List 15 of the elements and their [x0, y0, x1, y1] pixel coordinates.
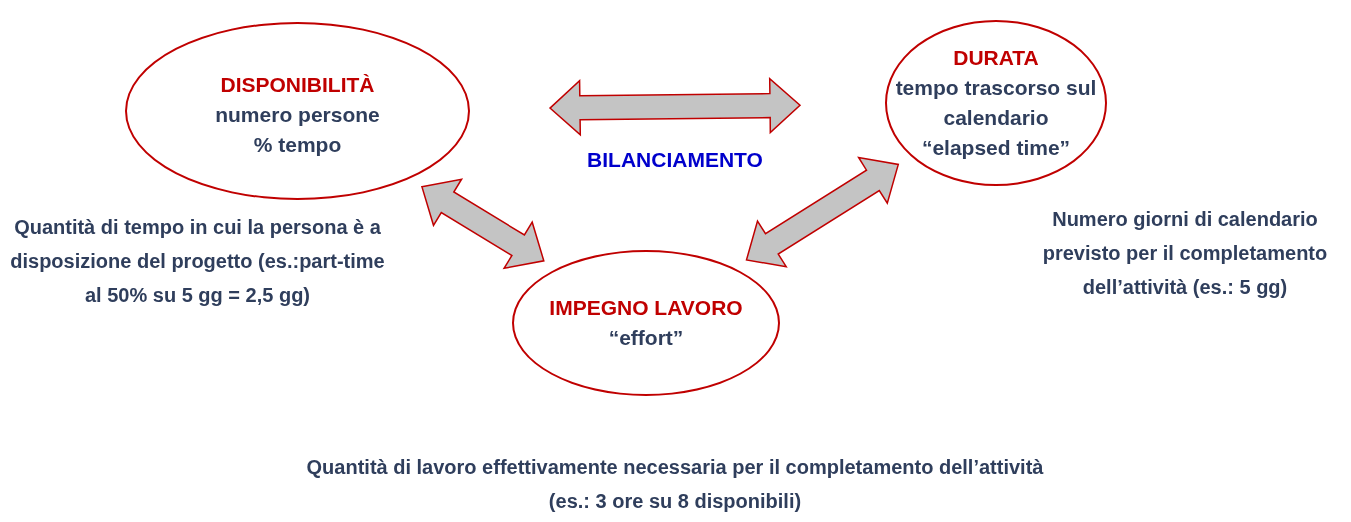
node-text: tempo trascorso sul calendario [894, 75, 1098, 131]
center-label: BILANCIAMENTO [586, 147, 764, 173]
node-text: numero persone [214, 102, 381, 128]
double-arrow [745, 156, 900, 268]
node-title: DURATA [952, 45, 1040, 71]
description-text: Quantità di tempo in cui la persona è a disposizione del progetto (es.:part-time al 50% su 5 gg = 2,5 gg) [10, 215, 385, 308]
double-arrow [420, 178, 545, 270]
description-text: Numero giorni di calendario previsto per il completamento dell’attività (es.: 5 gg) [1041, 207, 1329, 300]
node-text: % tempo [252, 132, 343, 158]
node-title: DISPONIBILITÀ [219, 72, 376, 98]
node-text: “effort” [607, 325, 685, 351]
double-arrow [548, 76, 802, 137]
node-text: “elapsed time” [920, 135, 1072, 161]
node-title: IMPEGNO LAVORO [548, 295, 744, 321]
description-text: Quantità di lavoro effettivamente necessaria per il completamento dell’attività (es.: 3 ore su 8 disponibili) [305, 455, 1045, 514]
